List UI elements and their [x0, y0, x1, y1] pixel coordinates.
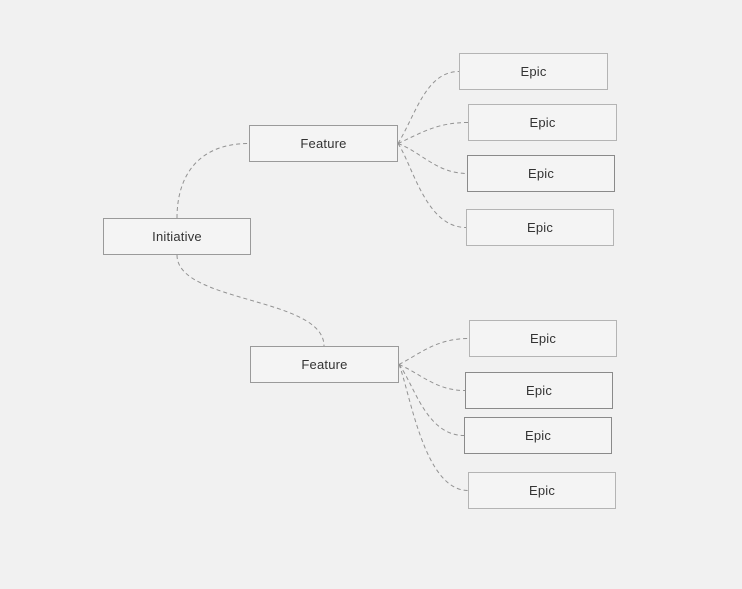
node-feature-2-label: Feature	[301, 357, 348, 372]
node-epic-8-label: Epic	[528, 483, 556, 498]
connector-feature-1-epic-2[interactable]	[397, 122, 469, 144]
connector-feature-2-epic-8[interactable]	[398, 364, 469, 491]
node-feature-1-label: Feature	[300, 136, 347, 151]
node-epic-7-label: Epic	[524, 428, 552, 443]
node-epic-1[interactable]: Epic	[459, 53, 608, 90]
node-epic-1-label: Epic	[520, 64, 547, 79]
node-epic-5[interactable]: Epic	[469, 320, 617, 357]
node-epic-6[interactable]: Epic	[465, 372, 613, 409]
node-feature-2[interactable]: Feature	[250, 346, 399, 383]
connector-feature-2-epic-7[interactable]	[398, 364, 465, 436]
node-epic-7[interactable]: Epic	[464, 417, 612, 454]
connector-feature-1-epic-1[interactable]	[397, 71, 460, 144]
node-epic-4[interactable]: Epic	[466, 209, 614, 246]
node-epic-5-label: Epic	[529, 331, 557, 346]
connector-initiative-feature-1[interactable]	[176, 143, 250, 219]
connector-feature-1-epic-4[interactable]	[397, 143, 467, 228]
node-initiative[interactable]: Initiative	[103, 218, 251, 255]
node-epic-4-label: Epic	[526, 220, 554, 235]
node-initiative-label: Initiative	[152, 229, 202, 244]
node-epic-8[interactable]: Epic	[468, 472, 616, 509]
node-feature-1[interactable]: Feature	[249, 125, 398, 162]
connector-feature-2-epic-6[interactable]	[398, 364, 466, 391]
node-epic-3[interactable]: Epic	[467, 155, 615, 192]
node-epic-6-label: Epic	[525, 383, 553, 398]
connector-initiative-feature-2[interactable]	[176, 254, 325, 347]
connector-feature-2-epic-5[interactable]	[398, 338, 470, 365]
node-epic-2[interactable]: Epic	[468, 104, 617, 141]
node-epic-2-label: Epic	[529, 115, 556, 130]
node-epic-3-label: Epic	[527, 166, 555, 181]
connector-feature-1-epic-3[interactable]	[397, 143, 468, 174]
